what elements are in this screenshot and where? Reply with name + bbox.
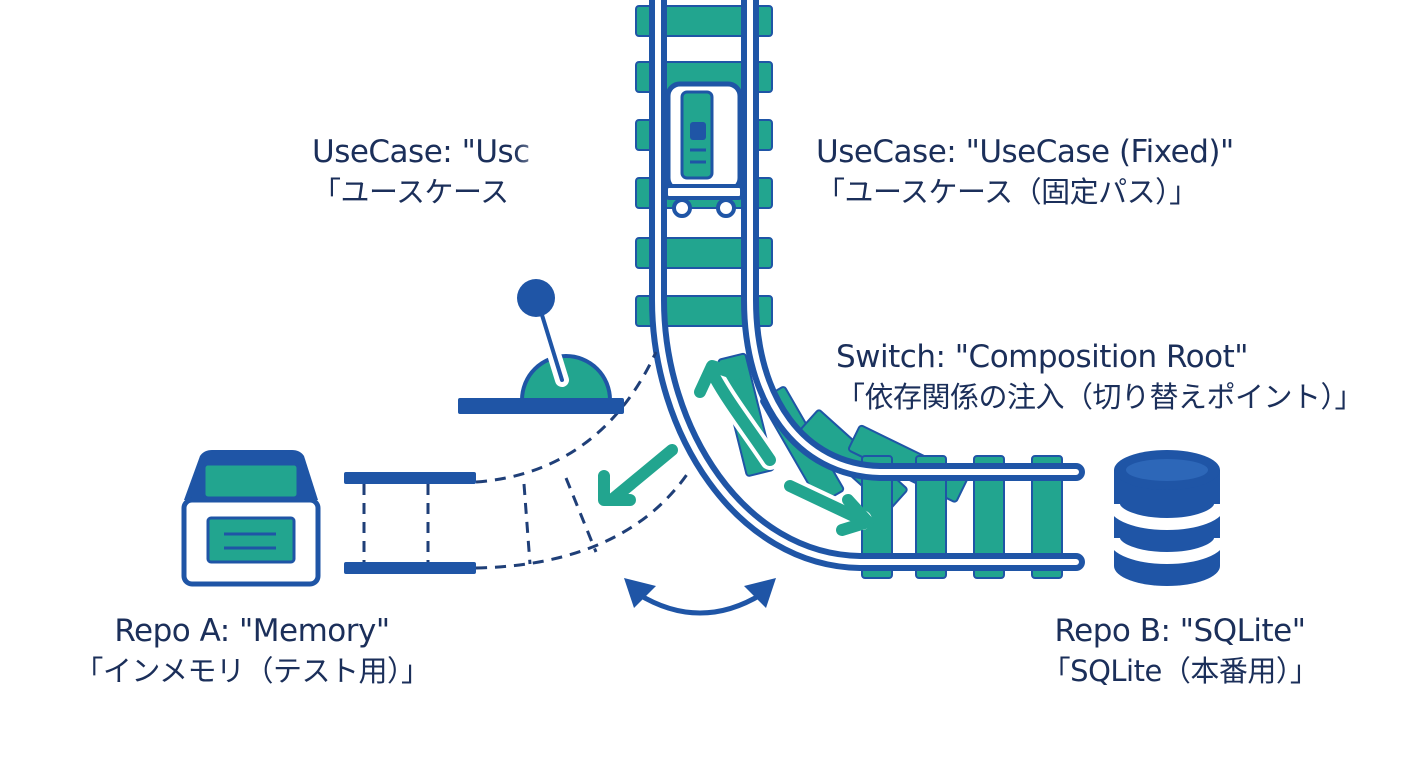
train-car-icon <box>664 81 744 218</box>
repo-a-track-rails <box>344 472 476 574</box>
database-icon <box>1108 450 1226 586</box>
repo-b-title: Repo B: "SQLite" <box>1054 613 1307 649</box>
switch-arrows-teal <box>598 360 874 536</box>
switch-lever-icon <box>458 279 624 414</box>
main-rails <box>649 0 1085 571</box>
repo-a-dashed-track <box>362 351 692 570</box>
repo-b-track-sleepers <box>861 455 1063 579</box>
double-arrow-icon <box>624 578 776 616</box>
usecase-faded-title: UseCase: "Usc <box>312 134 530 170</box>
usecase-faded-label: UseCase: "Usc 「ユースケース <box>312 132 564 212</box>
repo-a-title: Repo A: "Memory" <box>114 613 390 649</box>
usecase-fixed-subtitle: 「ユースケース（固定パス）」 <box>816 175 1198 209</box>
usecase-fixed-title: UseCase: "UseCase (Fixed)" <box>816 134 1234 170</box>
main-track-sleepers <box>635 5 773 327</box>
storage-box-icon <box>181 450 321 587</box>
switch-title: Switch: "Composition Root" <box>836 339 1249 375</box>
repo-b-subtitle: 「SQLite（本番用）」 <box>1041 654 1319 688</box>
repo-a-subtitle: 「インメモリ（テスト用）」 <box>74 654 430 688</box>
usecase-faded-subtitle: 「ユースケース <box>312 175 509 209</box>
switch-label: Switch: "Composition Root" 「依存関係の注入（切り替え… <box>836 337 1364 417</box>
repo-b-label: Repo B: "SQLite" 「SQLite（本番用）」 <box>1012 611 1348 691</box>
switch-subtitle: 「依存関係の注入（切り替えポイント）」 <box>836 380 1364 414</box>
usecase-fixed-label: UseCase: "UseCase (Fixed)" 「ユースケース（固定パス）… <box>816 132 1234 212</box>
repo-a-label: Repo A: "Memory" 「インメモリ（テスト用）」 <box>52 611 452 691</box>
